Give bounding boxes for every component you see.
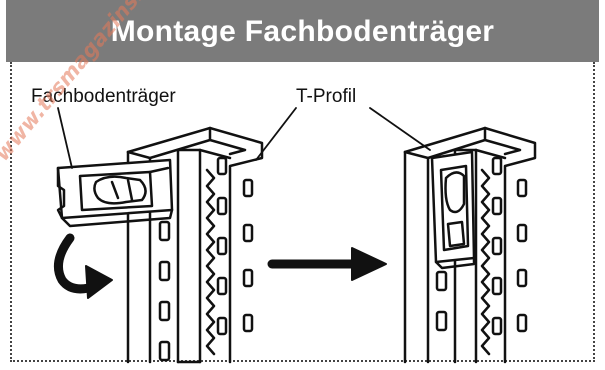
bracket-label: Fachbodenträger xyxy=(31,86,176,107)
right-arrow-icon xyxy=(267,247,387,281)
curved-arrow-icon xyxy=(53,233,113,299)
bracket-mounted xyxy=(430,150,476,270)
t-profile-left xyxy=(126,126,264,364)
profile-label: T-Profil xyxy=(296,86,357,107)
leader-lines xyxy=(57,107,431,169)
diagram-frame xyxy=(10,62,595,362)
page-title: Montage Fachbodenträger xyxy=(110,15,495,48)
header-bar: Montage Fachbodenträger xyxy=(6,0,599,62)
bracket-insertion xyxy=(56,158,174,228)
